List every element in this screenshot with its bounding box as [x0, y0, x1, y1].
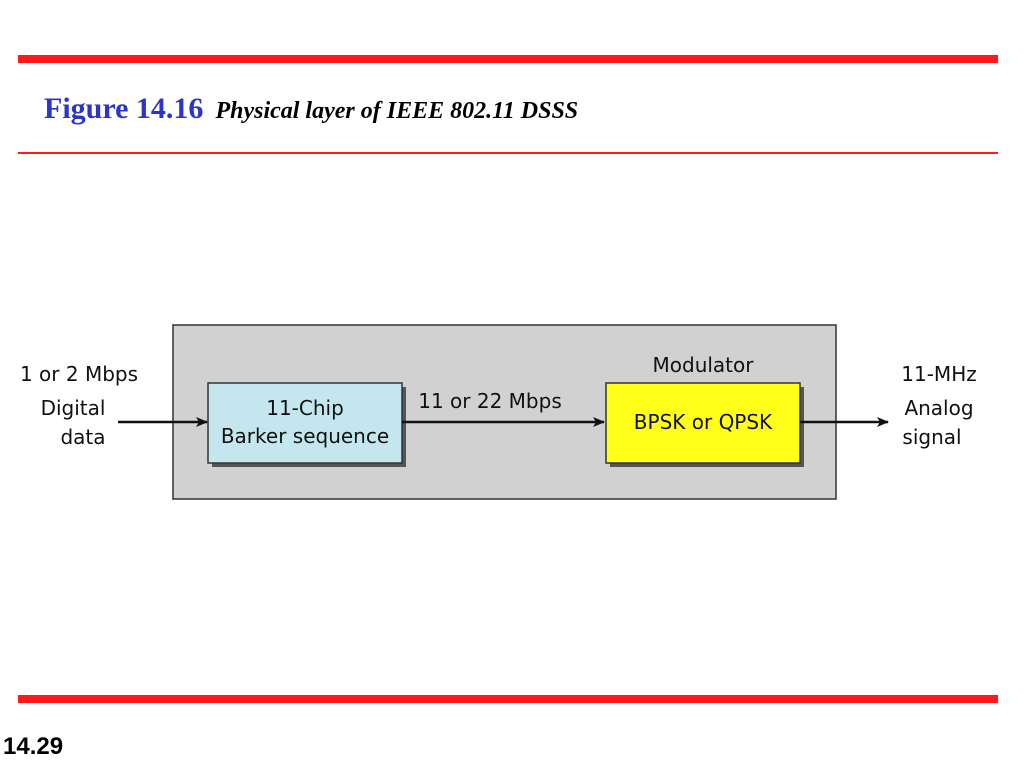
modulator-box: [605, 382, 801, 464]
input-rate-label: 1 or 2 Mbps: [20, 362, 138, 386]
barker-chip-label: 11-Chip: [266, 396, 344, 420]
barker-sequence-label: Barker sequence: [221, 424, 389, 448]
bottom-accent-rule: [18, 695, 998, 703]
input-data-label: data: [60, 425, 105, 449]
title-underline-rule: [18, 152, 998, 154]
page-number: 14.29: [3, 733, 64, 760]
figure-title: Figure 14.16 Physical layer of IEEE 802.1…: [44, 92, 578, 126]
figure-number: Figure 14.16: [44, 92, 204, 125]
intermediate-rate-label: 11 or 22 Mbps: [418, 389, 562, 413]
output-signal-label: signal: [902, 425, 961, 449]
modulator-title-label: Modulator: [653, 353, 755, 377]
output-frequency-label: 11-MHz: [901, 362, 976, 386]
barker-sequence-box: [207, 382, 403, 464]
figure-caption: Physical layer of IEEE 802.11 DSSS: [215, 98, 579, 124]
top-accent-rule: [18, 55, 998, 63]
modulation-type-label: BPSK or QPSK: [634, 410, 773, 434]
output-analog-label: Analog: [904, 396, 973, 420]
input-digital-label: Digital: [41, 396, 106, 420]
